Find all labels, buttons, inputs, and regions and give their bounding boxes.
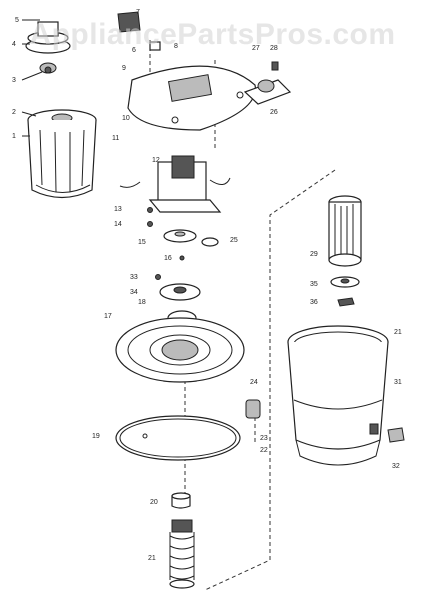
callout-label: 2: [12, 109, 16, 116]
part-tank: [287, 325, 389, 466]
callout-label: 27: [252, 45, 260, 52]
callout-label: 18: [138, 299, 146, 306]
leader-lines-left: [21, 19, 43, 137]
part-gasket: [115, 415, 241, 461]
callout-label: 33: [130, 274, 138, 281]
callout-label: 5: [15, 17, 19, 24]
part-motor-housing: [27, 109, 97, 199]
callout-label: 22: [260, 447, 268, 454]
part-filter-cap: [330, 276, 360, 307]
callout-label: 26: [270, 109, 278, 116]
callout-label: 4: [12, 41, 16, 48]
callout-label: 36: [310, 299, 318, 306]
callout-label: 9: [122, 65, 126, 72]
callout-label: 8: [174, 43, 178, 50]
callout-label: 28: [270, 45, 278, 52]
callout-label: 11: [112, 135, 119, 142]
callout-label: 21: [148, 555, 156, 562]
callout-label: 17: [104, 313, 112, 320]
part-bracket: [117, 11, 161, 51]
callout-label: 10: [122, 115, 130, 122]
callout-label: 15: [138, 239, 146, 246]
callout-labels: 5 4 3 2 1 6 7 8 9 10 11 12 13 14 15 16 1…: [12, 9, 402, 562]
callout-label: 12: [152, 157, 160, 164]
part-drain-fitting: [387, 427, 405, 443]
callout-label: 29: [310, 251, 318, 258]
callout-label: 14: [114, 221, 122, 228]
callout-label: 34: [130, 289, 138, 296]
callout-label: 31: [394, 379, 402, 386]
callout-label: 13: [114, 206, 122, 213]
callout-label: 25: [230, 237, 238, 244]
part-cartridge-filter: [328, 195, 362, 267]
callout-label: 23: [260, 435, 268, 442]
callout-label: 24: [250, 379, 258, 386]
callout-label: 6: [132, 47, 136, 54]
callout-label: 16: [164, 255, 172, 262]
part-cap-assembly: [25, 21, 71, 74]
part-impeller-stack: [147, 207, 219, 261]
callout-label: 7: [136, 9, 140, 16]
part-filter-spring: [169, 519, 195, 589]
callout-label: 32: [392, 463, 400, 470]
part-top-plate: [127, 65, 256, 131]
callout-label: 20: [150, 499, 158, 506]
callout-label: 35: [310, 281, 318, 288]
part-motor: [119, 155, 231, 213]
part-small-cap: [171, 492, 191, 509]
callout-label: 3: [12, 77, 16, 84]
callout-label: 19: [92, 433, 100, 440]
part-valve: [245, 399, 261, 419]
callout-label: 21: [394, 329, 402, 336]
part-switch-assembly: [243, 61, 292, 105]
callout-label: 1: [12, 133, 16, 140]
part-base-plate: [115, 317, 245, 383]
